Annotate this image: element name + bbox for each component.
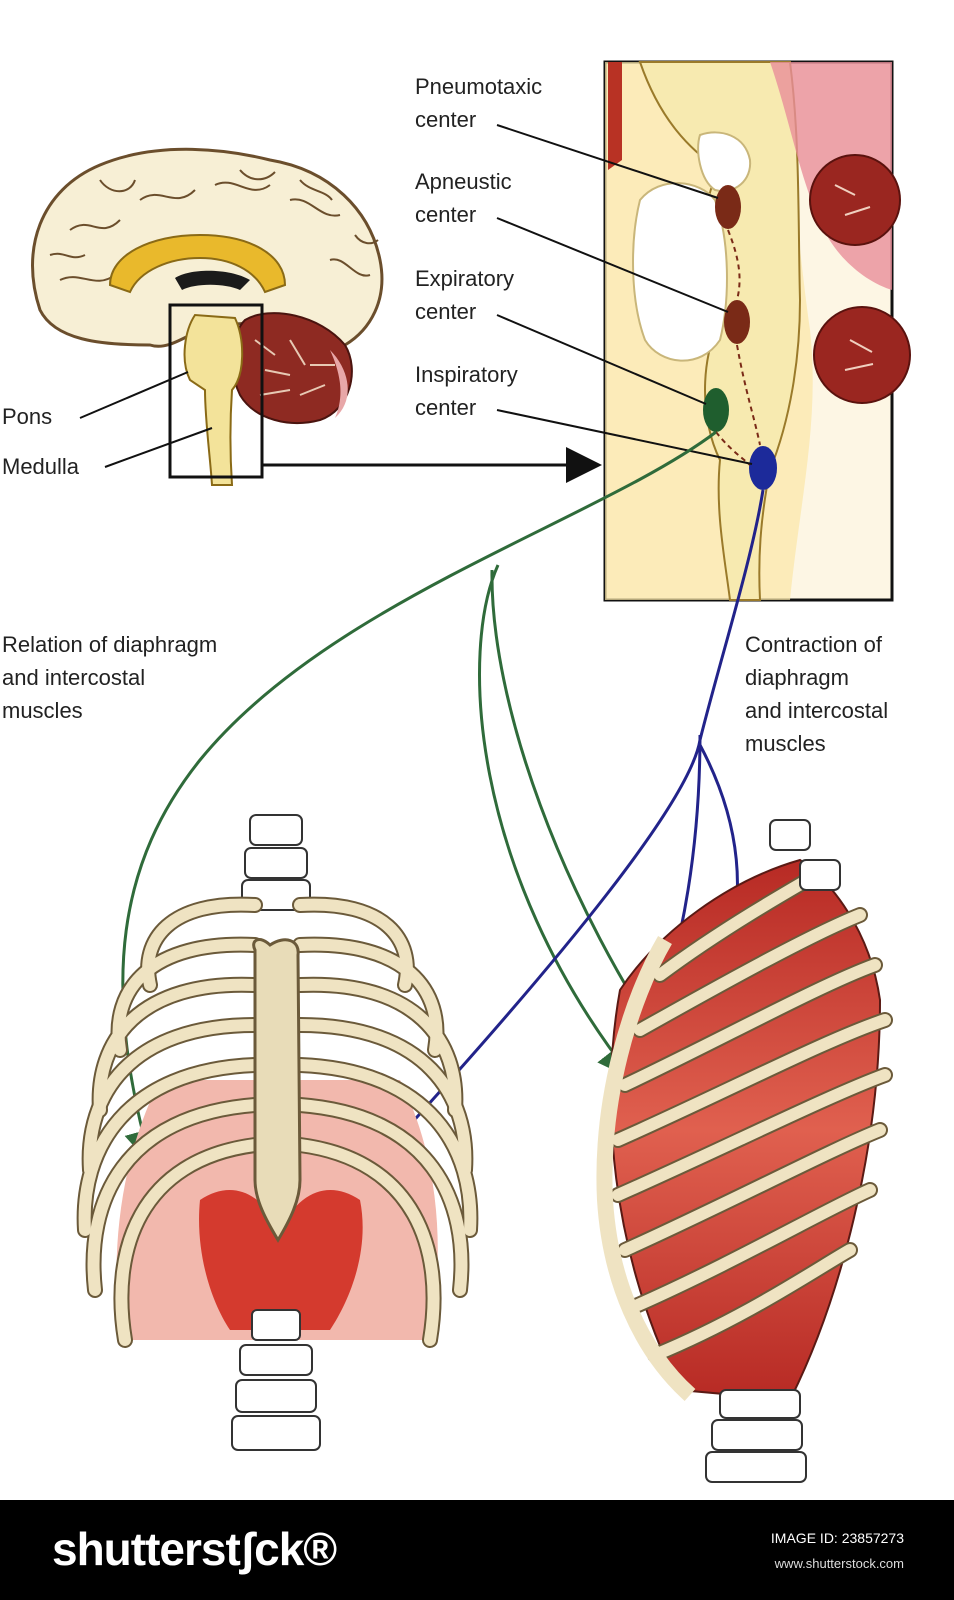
expiratory-leader xyxy=(496,314,707,405)
site-url: www.shutterstock.com xyxy=(774,1556,904,1571)
contraction-label-line: Contraction of xyxy=(745,632,882,657)
inspiratory-label: Inspiratory center xyxy=(415,358,518,424)
brand-logo: shutterstʃck® xyxy=(52,1523,337,1575)
apneustic-label-line: Apneustic xyxy=(415,169,512,194)
spine-front xyxy=(231,814,321,1451)
expiratory-center xyxy=(703,388,729,432)
image-id: IMAGE ID: 23857273 xyxy=(770,1530,904,1546)
relation-label-line: Relation of diaphragm xyxy=(2,632,218,657)
medulla-label: Medulla xyxy=(2,454,80,479)
apneustic-label-line: center xyxy=(415,202,477,227)
costal-cartilage-side xyxy=(596,935,696,1401)
ribs-side-fill xyxy=(612,864,891,1361)
pons-region xyxy=(632,182,728,362)
pons-leader xyxy=(79,371,189,419)
blue-nerve-to-diaphragm xyxy=(373,489,765,1165)
zoom-box xyxy=(168,303,264,479)
pneumotaxic-label-line: center xyxy=(415,107,477,132)
cerebellum-edge xyxy=(330,350,348,418)
inspiratory-label-line: Inspiratory xyxy=(415,362,518,387)
cerebellum-lobe-upper xyxy=(809,154,901,246)
arbor-vitae xyxy=(254,339,335,396)
contraction-label-line: and intercostal xyxy=(745,698,889,723)
inspiratory-center xyxy=(749,446,777,490)
inspiratory-leader xyxy=(496,409,753,465)
expiratory-label-line: Expiratory xyxy=(415,266,515,291)
ribs-front-left-fill xyxy=(78,898,261,1346)
pneumotaxic-label-line: Pneumotaxic xyxy=(415,74,543,99)
relation-label-line: muscles xyxy=(2,698,83,723)
spine-side xyxy=(705,819,841,1483)
apneustic-label: Apneustic center xyxy=(415,165,512,231)
gyri-lines xyxy=(49,169,379,282)
zoom-left-red xyxy=(608,62,622,170)
medulla-leader xyxy=(104,427,213,468)
pneumotaxic-leader xyxy=(496,124,719,199)
apneustic-leader xyxy=(496,217,729,313)
diaphragm xyxy=(199,1190,363,1330)
expiratory-label-line: center xyxy=(415,299,477,324)
corpus-callosum xyxy=(108,233,287,294)
cerebellum-lobe-lower xyxy=(813,306,911,404)
expiratory-label: Expiratory center xyxy=(415,262,514,328)
stock-footer: shutterstʃck® IMAGE ID: 23857273 www.shu… xyxy=(0,1500,954,1600)
pneumotaxic-center xyxy=(715,185,741,229)
inspiratory-label-line: center xyxy=(415,395,477,420)
ventricle xyxy=(175,270,250,290)
pneumotaxic-label: Pneumotaxic center xyxy=(415,70,542,136)
pons-label: Pons xyxy=(2,404,53,429)
ribs-front-right-fill xyxy=(294,898,477,1346)
zoom-arbor xyxy=(834,184,874,371)
contraction-label-line: diaphragm xyxy=(745,665,849,690)
contraction-label-line: muscles xyxy=(745,731,826,756)
respiration-diagram xyxy=(31,60,911,1483)
ribcage-front xyxy=(76,814,479,1451)
brainstem-zoom-panel xyxy=(496,60,911,602)
sternum xyxy=(252,938,302,1243)
apneustic-center xyxy=(724,300,750,344)
contraction-label: Contraction of diaphragm and intercostal… xyxy=(745,628,888,760)
brainstem xyxy=(183,313,244,486)
diagram-stage: Pons Medulla Pneumotaxic center Apneusti… xyxy=(2,60,911,1483)
ribcage-side xyxy=(596,819,893,1483)
brain-sagittal xyxy=(31,147,602,486)
relation-label: Relation of diaphragm and intercostal mu… xyxy=(2,628,217,727)
green-nerve-to-ribcage-1 xyxy=(478,564,634,1080)
relation-label-line: and intercostal xyxy=(2,665,146,690)
upper-region xyxy=(697,131,752,192)
